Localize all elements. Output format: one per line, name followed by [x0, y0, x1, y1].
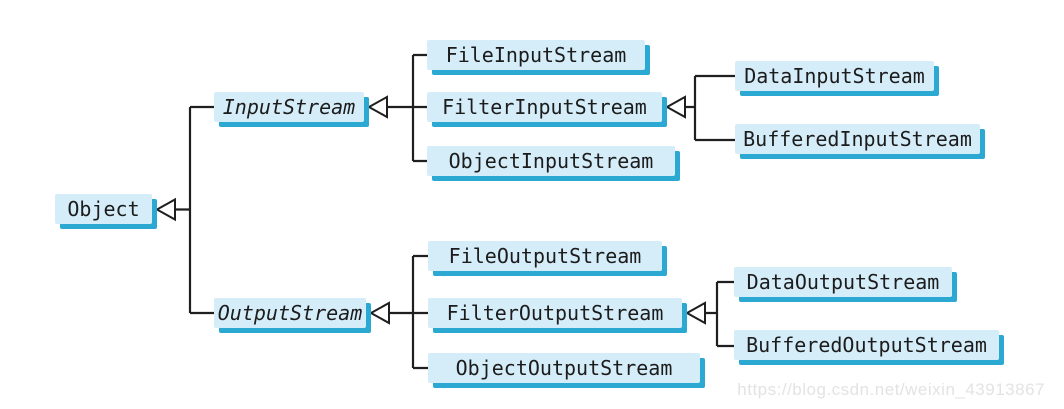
edge-object-children: [154, 105, 214, 315]
edge-line-outputstream-children: [389, 254, 428, 370]
class-box-objectoutputstream: ObjectOutputStream: [428, 353, 700, 383]
class-box-bufferedoutputstream: BufferedOutputStream: [734, 330, 999, 360]
inheritance-triangle-filterinputstream: [664, 95, 686, 119]
class-box-dataoutputstream: DataOutputStream: [734, 267, 952, 297]
class-box-filterinputstream: FilterInputStream: [427, 92, 662, 122]
watermark: https://blog.csdn.net/weixin_43913867: [737, 380, 1045, 399]
edge-line-filterinputstream-children: [685, 74, 735, 142]
edge-filterinputstream-children: [664, 74, 735, 142]
class-box-bufferedinputstream: BufferedInputStream: [735, 124, 980, 154]
class-box-fileinputstream: FileInputStream: [427, 40, 645, 70]
class-box-inputstream: InputStream: [214, 92, 364, 122]
edge-line-object-children: [175, 105, 214, 315]
inheritance-triangle-outputstream: [368, 301, 390, 325]
class-box-objectinputstream: ObjectInputStream: [427, 146, 675, 176]
class-box-fileoutputstream: FileOutputStream: [428, 241, 662, 271]
edge-filteroutputstream-children: [684, 280, 734, 348]
inheritance-triangle-filteroutputstream: [684, 301, 706, 325]
edge-outputstream-children: [368, 254, 428, 370]
class-box-datainputstream: DataInputStream: [735, 61, 934, 91]
class-box-filteroutputstream: FilterOutputStream: [428, 298, 682, 328]
edge-line-inputstream-children: [387, 53, 427, 163]
class-box-outputstream: OutputStream: [214, 298, 366, 328]
inheritance-triangle-object: [154, 197, 176, 222]
class-box-object: Object: [55, 194, 152, 224]
edge-line-filteroutputstream-children: [705, 280, 734, 348]
edge-inputstream-children: [366, 53, 427, 163]
inheritance-triangle-inputstream: [366, 95, 388, 119]
